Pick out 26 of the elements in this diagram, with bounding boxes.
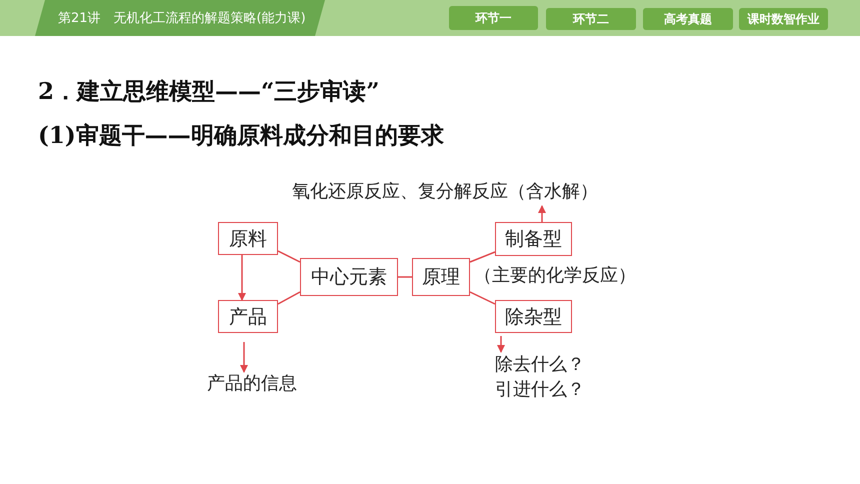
heading: 2．建立思维模型——“三步审读” [38,77,380,107]
text-label: 产品的信息 [207,372,319,396]
header-title: 第21讲 无机化工流程的解题策略(能力课) [58,10,306,27]
connector-line [470,251,496,263]
arrow [240,342,248,373]
connector-line [470,291,496,305]
connector-line [278,250,300,263]
process-box: 中心元素 [300,258,398,296]
process-box: 原料 [218,222,278,255]
nav-tab: 高考真题 [643,8,733,30]
nav-tab: 课时数智作业 [739,8,828,30]
text-label: 除去什么？引进什么？ [495,352,590,402]
process-box: 产品 [218,300,278,333]
nav-tab: 环节一 [449,6,538,30]
process-box: 原理 [412,258,470,296]
subheading: (1)审题干——明确原料成分和目的要求 [38,121,444,151]
arrow [238,255,246,301]
arrow [538,205,546,222]
text-label: 氧化还原反应、复分解反应（含水解） [292,180,664,204]
process-box: 制备型 [495,222,572,256]
annotation-text: （主要的化学反应） [474,264,636,288]
nav-tab: 环节二 [546,8,636,30]
process-box: 除杂型 [495,300,572,333]
connector-line [398,276,412,278]
connector-line [278,291,300,305]
arrow [497,336,505,353]
